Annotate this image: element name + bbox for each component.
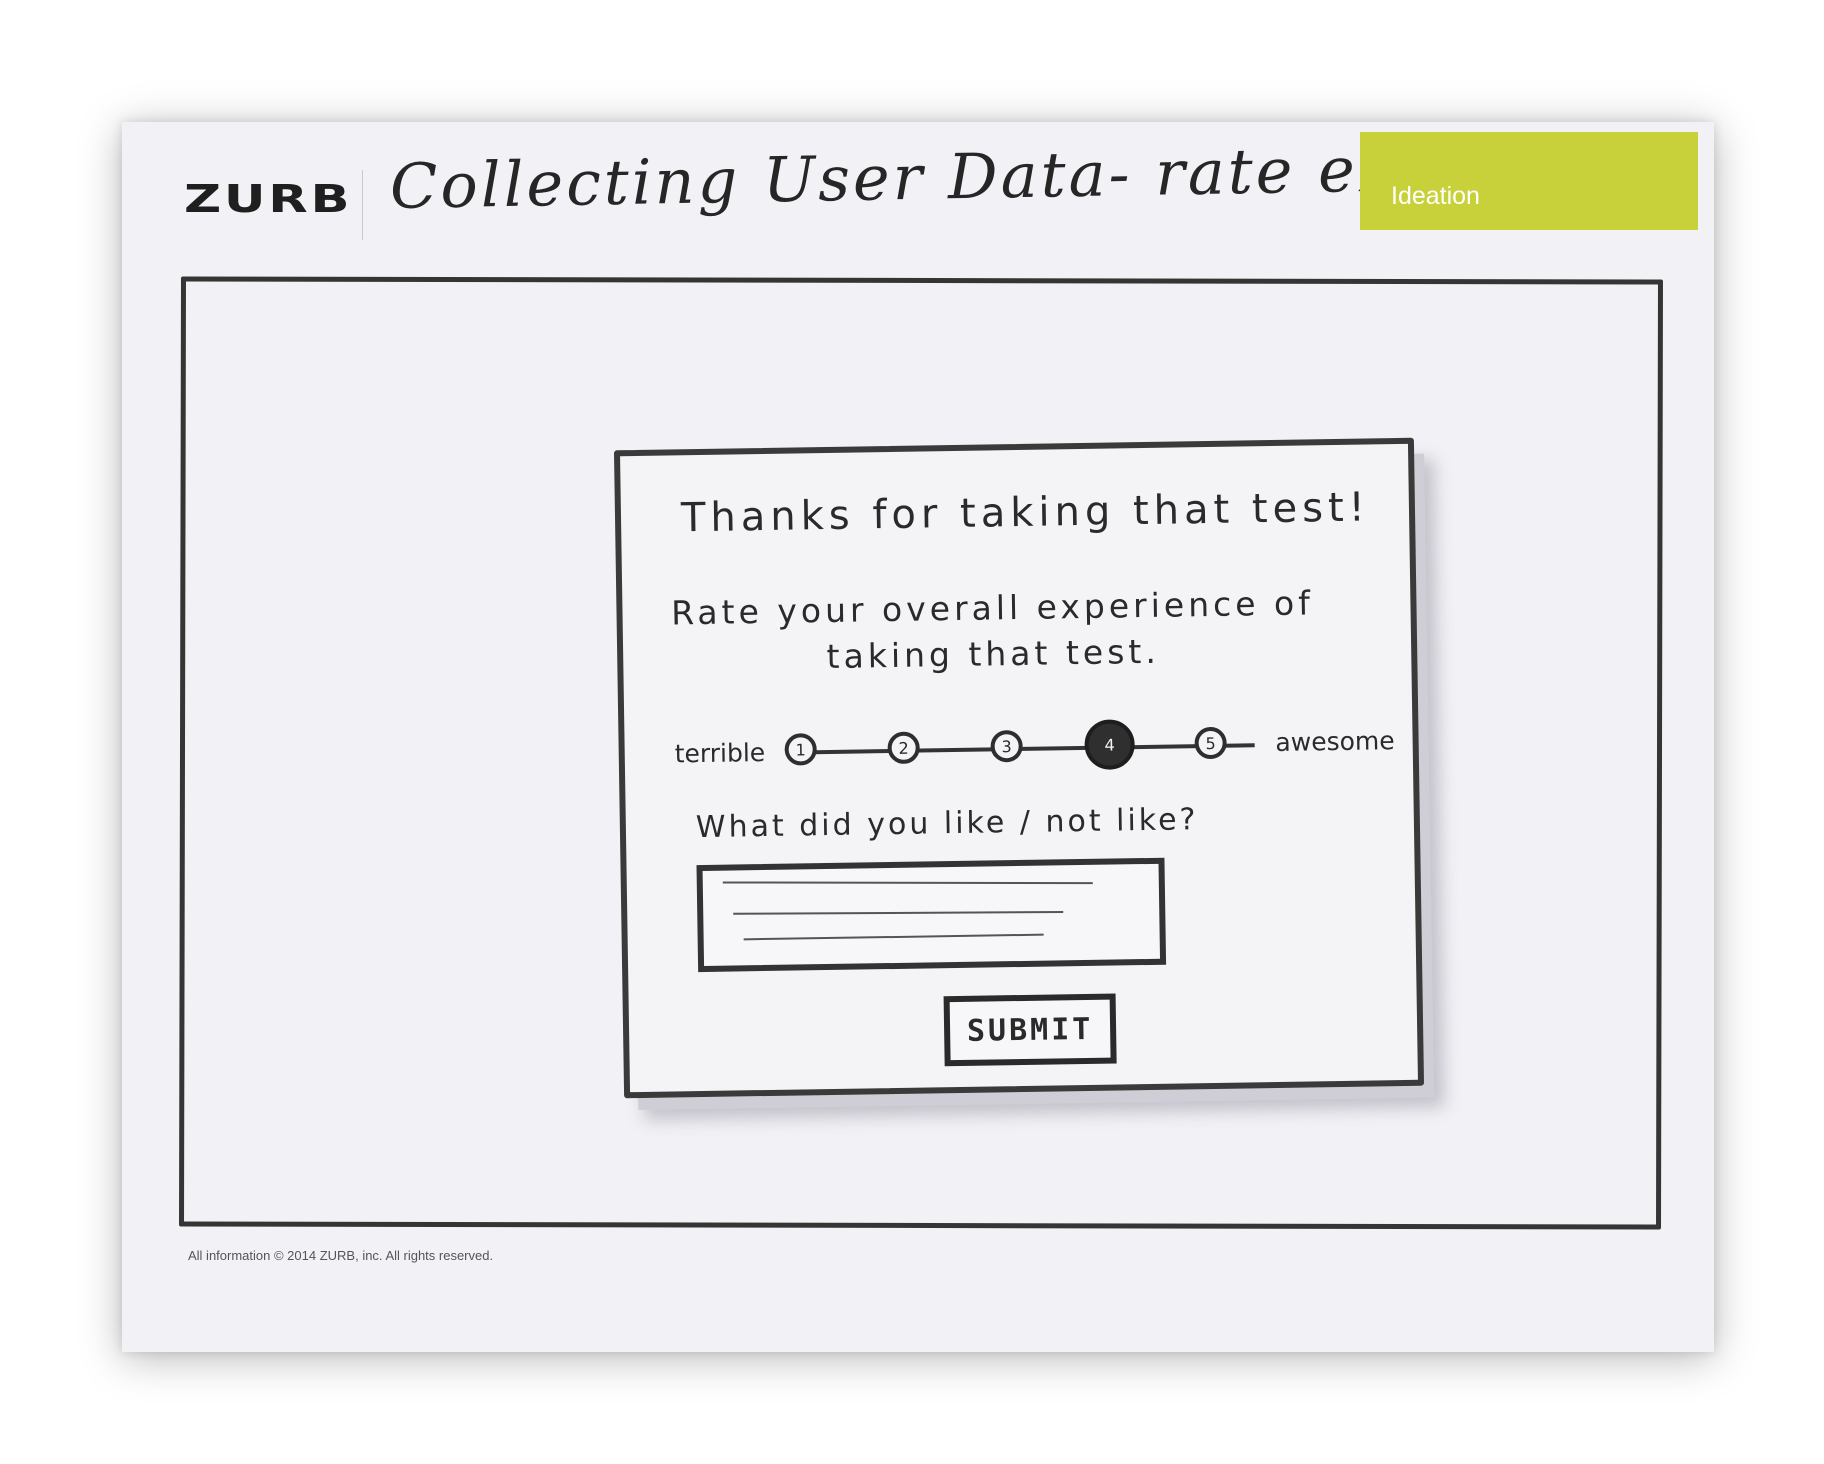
- scale-label-low: terrible: [674, 737, 766, 769]
- scribble-line: [743, 933, 1044, 941]
- rating-option-4[interactable]: 4: [1084, 719, 1136, 770]
- comment-textarea[interactable]: [696, 857, 1167, 973]
- rating-scale: terrible 1 2 3 4 5 awesome: [674, 714, 1395, 785]
- rating-question: Rate your overall experience of taking t…: [670, 583, 1315, 677]
- header-divider: [362, 170, 363, 240]
- scribble-line: [722, 881, 1093, 885]
- rating-option-5[interactable]: 5: [1194, 726, 1227, 760]
- comment-label: What did you like / not like?: [695, 802, 1199, 846]
- footer-copyright: All information © 2014 ZURB, inc. All ri…: [188, 1248, 494, 1263]
- rating-option-3[interactable]: 3: [990, 729, 1023, 763]
- dialog-title: Thanks for taking that test!: [680, 484, 1371, 542]
- category-tag-label: Ideation: [1391, 182, 1480, 210]
- feedback-dialog: Thanks for taking that test! Rate your o…: [613, 437, 1425, 1099]
- zurb-logo: ZURB: [184, 177, 353, 221]
- scribble-line: [733, 911, 1064, 915]
- sketch-paper: ZURB Collecting User Data- rate experien…: [122, 122, 1714, 1352]
- category-tag: Ideation: [1360, 132, 1698, 230]
- rating-option-1[interactable]: 1: [784, 733, 817, 766]
- rating-option-2[interactable]: 2: [887, 731, 920, 765]
- scale-track: [799, 743, 1255, 755]
- submit-button[interactable]: SUBMIT: [943, 993, 1117, 1067]
- scale-label-high: awesome: [1275, 726, 1395, 757]
